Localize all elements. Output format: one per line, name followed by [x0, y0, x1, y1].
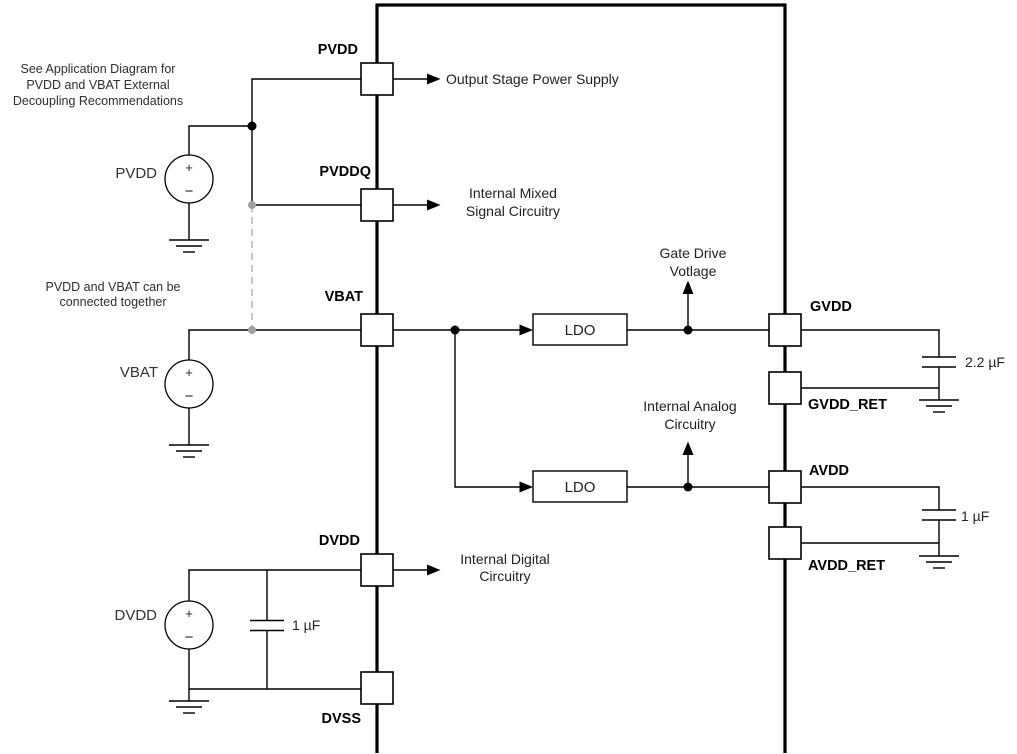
arrow-icon-ldo1-input [519, 324, 533, 336]
voltage-source-pvdd [164, 154, 214, 204]
source-labels: PVDD VBAT DVDD [114, 165, 158, 624]
pin-label-gvdd-ret: GVDD_RET [808, 397, 887, 413]
junction-dots [247, 121, 693, 492]
pin-label-dvss: DVSS [322, 711, 362, 727]
pin-dvdd [360, 553, 394, 587]
ground-icon-vbat [168, 444, 210, 458]
annotation-internal-analog-line2: Circuitry [664, 416, 715, 432]
annotation-internal-digital-line2: Circuitry [479, 568, 530, 584]
ground-icon-pvdd [168, 239, 210, 253]
capacitor-avdd [921, 509, 957, 521]
pin-pvdd [360, 62, 394, 96]
junction-pvdd [247, 121, 257, 131]
note-connect-line2: connected together [59, 295, 166, 309]
ground-icon-avdd-cap [918, 555, 960, 569]
optional-junction-pvddq [248, 201, 256, 209]
wire-dvdd-source-to-pin [188, 569, 361, 601]
capacitor-gvdd [921, 356, 957, 368]
capacitor-label-dvdd: 1 µF [292, 617, 320, 633]
annotation-internal-digital-line1: Internal Digital [460, 551, 550, 567]
annotation-internal-mixed-line2: Signal Circuitry [466, 203, 560, 219]
pin-label-pvddq: PVDDQ [319, 164, 371, 180]
chip-outline [375, 3, 787, 753]
ldo1-label: LDO [565, 322, 596, 339]
ldo-blocks: LDO LDO [532, 313, 628, 503]
pin-vbat [360, 313, 394, 347]
source-label-dvdd: DVDD [114, 607, 157, 624]
wire-junction-to-pvdd-pin [251, 78, 361, 126]
voltage-source-dvdd [164, 600, 214, 650]
ldo2-block [532, 470, 628, 503]
note-decoupling-line2: PVDD and VBAT External [26, 78, 169, 92]
wire-gvdd-pin-to-cap [801, 329, 940, 357]
pin-label-avdd: AVDD [809, 463, 849, 479]
notes: See Application Diagram for PVDD and VBA… [13, 62, 183, 309]
junction-ldo1-output [683, 325, 693, 335]
wire-pvdd-source-to-junction [188, 125, 252, 155]
pin-pvddq [360, 188, 394, 222]
source-label-vbat: VBAT [120, 364, 158, 381]
note-decoupling-line1: See Application Diagram for [21, 62, 176, 76]
source-label-pvdd: PVDD [115, 165, 157, 182]
note-decoupling-line3: Decoupling Recommendations [13, 94, 183, 108]
arrow-icon-output-stage [427, 73, 441, 85]
pin-label-vbat: VBAT [325, 289, 364, 305]
annotation-internal-analog-line1: Internal Analog [643, 398, 736, 414]
arrow-icon-internal-mixed [427, 199, 441, 211]
pin-gvdd-ret [768, 371, 802, 405]
capacitor-label-avdd: 1 µF [961, 508, 989, 524]
pin-boxes [360, 62, 802, 705]
arrow-icon-internal-digital [427, 564, 441, 576]
annotation-output-stage: Output Stage Power Supply [446, 71, 619, 87]
pin-label-gvdd: GVDD [810, 299, 852, 315]
pin-label-avdd-ret: AVDD_RET [808, 558, 885, 574]
arrow-icon-internal-analog [682, 441, 694, 455]
capacitor-labels: 2.2 µF 1 µF 1 µF [292, 354, 1005, 633]
pin-avdd-ret [768, 526, 802, 560]
wire-vbat-source-to-pin [188, 329, 361, 360]
ground-icon-gvdd-cap [918, 399, 960, 413]
pin-dvss [360, 671, 394, 705]
note-connect-line1: PVDD and VBAT can be [45, 280, 180, 294]
wire-avdd-pin-to-cap [801, 486, 940, 510]
ground-icon-dvdd [168, 700, 210, 714]
voltage-source-vbat [164, 359, 214, 409]
annotation-internal-mixed-line1: Internal Mixed [469, 185, 557, 201]
capacitor-label-gvdd: 2.2 µF [965, 354, 1005, 370]
pin-avdd [768, 470, 802, 504]
arrow-icon-gate-drive [682, 280, 694, 294]
annotations: Output Stage Power Supply Internal Mixed… [446, 71, 737, 584]
junction-ldo2-output [683, 482, 693, 492]
annotation-gate-drive-line1: Gate Drive [660, 245, 727, 261]
junction-vbat-branch [450, 325, 460, 335]
wires [188, 78, 940, 701]
pin-label-pvdd: PVDD [318, 42, 358, 58]
annotation-gate-drive-line2: Votlage [670, 263, 717, 279]
ldo1-block [532, 313, 628, 346]
pin-label-dvdd: DVDD [319, 533, 360, 549]
optional-junction-vbat [248, 326, 256, 334]
pin-gvdd [768, 313, 802, 347]
wire-vbat-branch-to-ldo2 [454, 330, 521, 488]
pin-labels: PVDD PVDDQ VBAT DVDD DVSS GVDD GVDD_RET … [318, 42, 887, 727]
ldo2-label: LDO [565, 479, 596, 496]
arrow-icon-ldo2-input [519, 481, 533, 493]
capacitor-dvdd [249, 619, 285, 632]
